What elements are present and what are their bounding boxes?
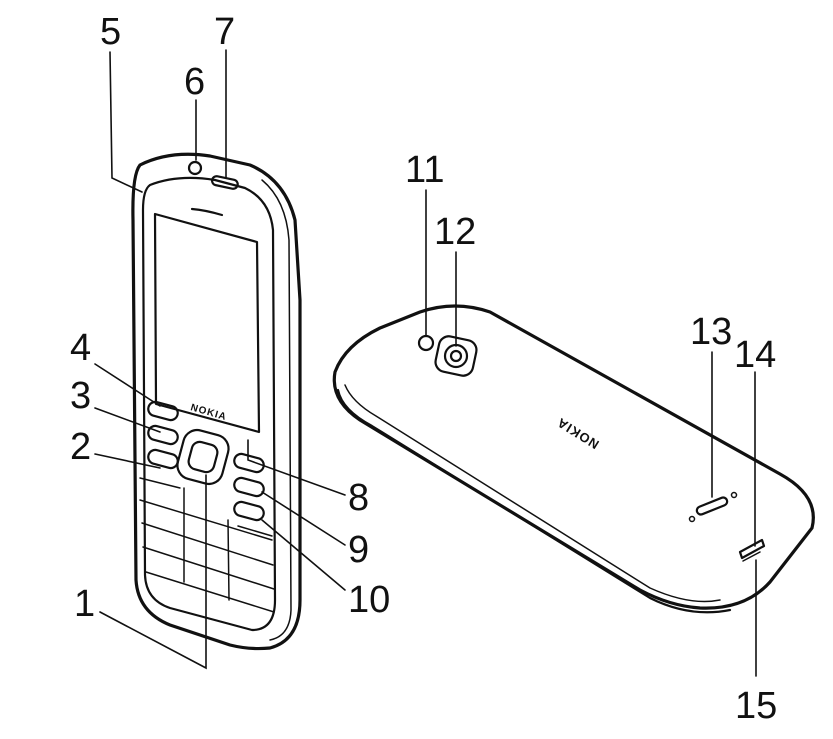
loudspeaker-grille <box>695 496 729 516</box>
back-brand-logo: NOKIA <box>554 415 602 453</box>
front-phone-face <box>141 176 277 632</box>
callout-1: 1 <box>74 583 95 625</box>
callout-5: 5 <box>100 11 121 53</box>
earpiece <box>190 207 224 217</box>
callout-4: 4 <box>70 327 91 369</box>
callout-14: 14 <box>734 334 776 376</box>
callout-7: 7 <box>214 11 235 53</box>
display-screen <box>153 212 261 434</box>
back-phone-body <box>332 304 815 610</box>
callout-12: 12 <box>434 211 476 253</box>
front-phone-body <box>131 152 302 651</box>
left-selection-key <box>147 400 179 422</box>
callout-11: 11 <box>405 149 444 191</box>
call-key <box>147 424 179 446</box>
headset-connector <box>187 160 203 176</box>
callout-13: 13 <box>690 311 732 353</box>
callout-6: 6 <box>184 61 205 103</box>
callout-8: 8 <box>348 477 369 519</box>
keypad <box>139 477 275 613</box>
navigation-key-outer <box>176 428 230 486</box>
camera-flash <box>417 334 435 352</box>
callout-10: 10 <box>348 579 390 621</box>
callout-15: 15 <box>735 685 777 727</box>
camera-lens-outer <box>443 343 469 369</box>
callout-9: 9 <box>348 529 369 571</box>
leader-lines <box>94 49 757 677</box>
camera-housing <box>434 335 478 377</box>
right-selection-key <box>233 452 265 474</box>
camera-lens-inner <box>449 349 463 363</box>
callout-numbers: 1 2 3 4 5 6 7 8 9 10 11 12 13 14 15 <box>70 11 777 727</box>
navigation-key-center <box>187 440 219 474</box>
callout-3: 3 <box>70 375 91 417</box>
strap-eyelet <box>738 538 766 560</box>
end-key <box>233 476 265 498</box>
front-brand-logo: NOKIA <box>189 402 228 423</box>
callout-2: 2 <box>70 426 91 468</box>
right-lower-key <box>233 500 265 522</box>
front-phone: NOKIA <box>131 152 302 651</box>
